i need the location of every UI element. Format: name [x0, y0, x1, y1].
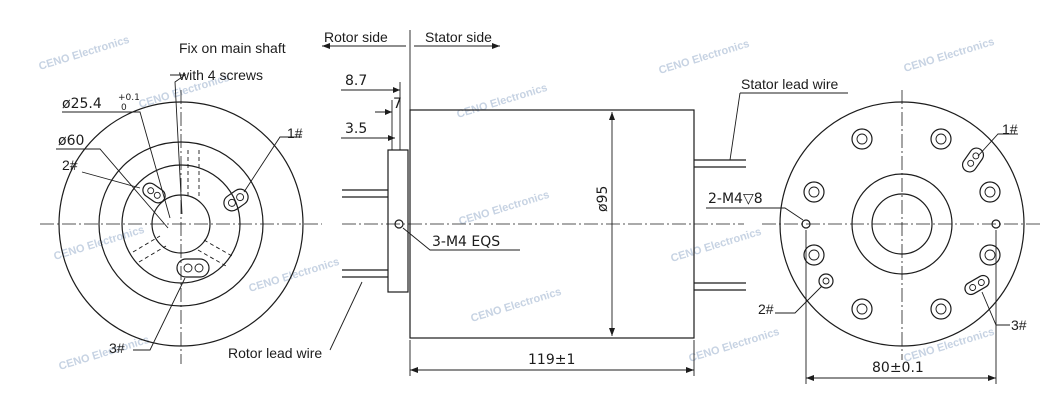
- dim-3-5: 3.5: [345, 121, 367, 137]
- mounting-bosses: [803, 128, 1001, 320]
- watermark: CENO Electronics: [687, 326, 781, 365]
- stator-end-view: 2-M4▽8 1# 2# 3# 80±0.1: [706, 90, 1040, 384]
- body-diameter: ø95: [595, 186, 611, 212]
- mount-hole: [394, 219, 404, 229]
- stator-lead-wire-label: Stator lead wire: [741, 76, 838, 92]
- tapped-hole: [801, 219, 811, 229]
- bore-leader: [62, 111, 171, 219]
- arrow-head: [686, 367, 694, 373]
- holes-left-dimension: 3-M4 EQS: [432, 234, 500, 250]
- watermark: CENO Electronics: [57, 334, 151, 373]
- watermark: CENO Electronics: [669, 226, 763, 265]
- stator-side-label: Stator side: [425, 29, 492, 45]
- bore-tolerance-lower: 0: [121, 103, 127, 113]
- watermark: CENO Electronics: [457, 189, 551, 228]
- arrow-head: [393, 87, 400, 93]
- arrow-head: [988, 375, 996, 381]
- flange-dimension: ø60: [58, 133, 84, 149]
- center-boss-circle: [851, 173, 953, 275]
- position-2-label: 2#: [758, 301, 774, 317]
- dim-8-7: 8.7: [345, 73, 367, 89]
- rotor-end-view: Fix on main shaft with 4 screws ø25.4 +0…: [40, 40, 322, 364]
- fix-on-shaft-label: Fix on main shaft: [179, 40, 286, 56]
- terminal-2: [142, 182, 166, 204]
- watermark: CENO Electronics: [657, 38, 751, 77]
- side-view: Rotor side Stator side 8.7 7 3.5 Stator …: [228, 29, 848, 376]
- inner-housing-circle: [98, 141, 264, 307]
- hidden-slot: [132, 235, 161, 253]
- dim-7: 7: [393, 96, 402, 112]
- center-bore-circle: [871, 193, 933, 255]
- fix-screws-label: with 4 screws: [178, 67, 263, 83]
- arrow-head: [806, 375, 814, 381]
- arrow-head: [388, 135, 395, 141]
- watermark: CENO Electronics: [247, 256, 341, 295]
- watermark: CENO Electronics: [37, 34, 131, 73]
- pos3-leader: [133, 277, 186, 351]
- hidden-slot: [197, 249, 227, 267]
- pos2-leader: [81, 171, 141, 189]
- tapped-hole: [991, 219, 1001, 229]
- mount-pcd-dimension: 80±0.1: [872, 360, 924, 376]
- watermark: CENO Electronics: [902, 36, 996, 75]
- tapped-hole-leader: [706, 207, 804, 221]
- flange-circle: [121, 164, 241, 284]
- terminal-1: [961, 147, 985, 173]
- watermark: CENO Electronics: [469, 286, 563, 325]
- position-2-label: 2#: [62, 157, 78, 173]
- terminal-3: [176, 258, 210, 278]
- arrow-head: [609, 112, 615, 120]
- arrow-head: [410, 367, 418, 373]
- arrow-head: [322, 43, 330, 49]
- position-3-label: 3#: [1011, 317, 1027, 333]
- outer-body-circle: [58, 101, 304, 347]
- fix-shaft-leader: [170, 74, 187, 215]
- rotor-flange: [387, 149, 409, 293]
- position-3-label: 3#: [109, 340, 125, 356]
- terminal-3: [964, 274, 990, 296]
- position-1-label: 1#: [1002, 121, 1018, 137]
- rotor-wire-leader: [329, 281, 363, 351]
- holes-right-dimension: 2-M4▽8: [708, 191, 763, 207]
- terminal-1: [223, 188, 249, 212]
- position-1-label: 1#: [287, 125, 303, 141]
- holes-leader: [402, 227, 520, 251]
- hidden-slot: [138, 245, 167, 263]
- rotor-lead-wire-label: Rotor lead wire: [228, 345, 322, 361]
- pos1-leader: [977, 133, 1018, 157]
- outer-body-circle: [779, 101, 1025, 347]
- arrow-head: [609, 328, 615, 336]
- arrow-head: [385, 109, 392, 115]
- pos1-leader: [243, 136, 302, 193]
- rotor-side-label: Rotor side: [324, 29, 388, 45]
- terminal-2: [818, 273, 834, 289]
- stator-wire-leader: [729, 92, 741, 161]
- length-dimension: 119±1: [528, 352, 575, 368]
- watermark: CENO Electronics: [455, 82, 549, 121]
- bore-tolerance-upper: +0.1: [118, 93, 140, 103]
- arrow-head: [492, 43, 500, 49]
- hidden-slot: [203, 239, 233, 257]
- flange-leader: [56, 148, 169, 229]
- bore-dimension: ø25.4: [62, 96, 102, 112]
- pos2-leader: [775, 285, 823, 314]
